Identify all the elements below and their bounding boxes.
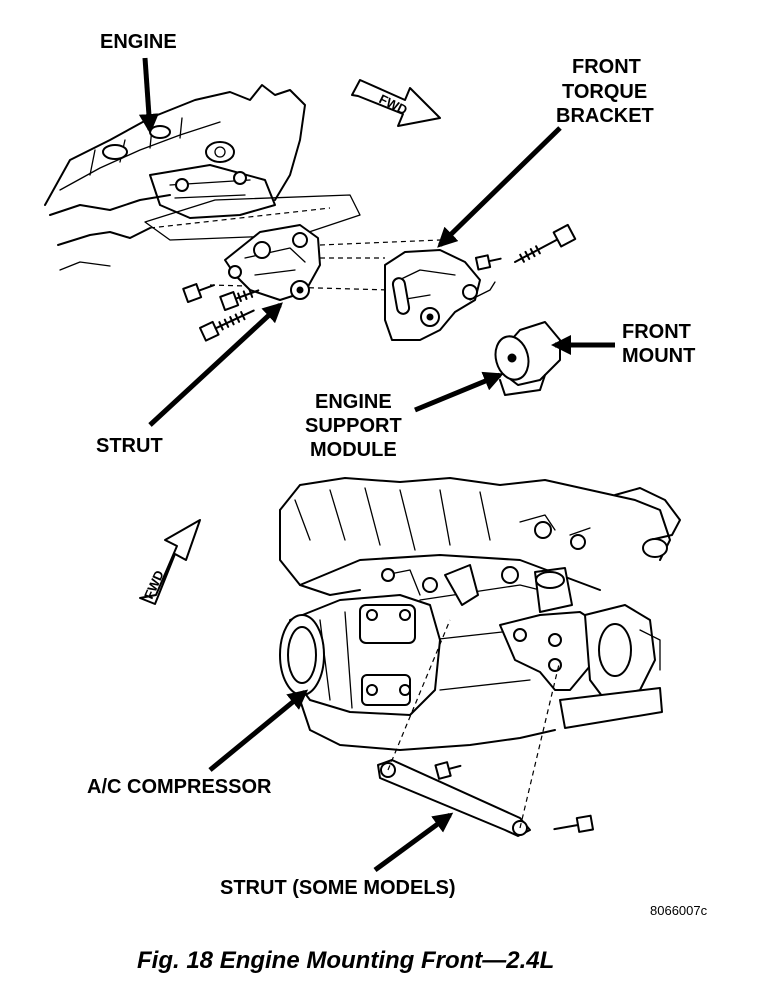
front-mount [494,321,561,396]
strut-label: STRUT [96,435,163,457]
strut-bottom-leader [373,812,454,873]
front-torque-bracket [384,249,496,341]
esm-label-1: ENGINE [315,391,392,413]
fwd-arrow-top: FWD [351,79,441,127]
fwd-label-top: FWD [377,91,410,117]
esm-label-3: MODULE [310,439,397,461]
strut-some-models [377,619,595,837]
ac-compressor-label: A/C COMPRESSOR [87,776,272,798]
engine-block-top [44,84,306,271]
engine-label: ENGINE [100,31,177,53]
engine-leader [138,57,159,134]
ac-compressor [279,568,441,716]
strut-some-models-label: STRUT (SOME MODELS) [220,877,456,899]
torque-bracket-leader [437,126,562,248]
fwd-arrow-bottom: FWD [139,519,201,605]
front-mount-label-1: FRONT [622,321,691,343]
ac-compressor-leader [208,689,309,772]
front-mount-label-2: MOUNT [622,345,695,367]
strut-top-leader [148,302,283,427]
front-torque-bracket-label-3: BRACKET [556,105,654,127]
esm-label-2: SUPPORT [305,415,402,437]
bolts-top [182,223,577,342]
intake-manifold [279,477,681,596]
front-torque-bracket-label-2: TORQUE [562,81,647,103]
engine-block-bottom [299,554,601,751]
esm-leader [414,371,504,413]
figure-caption: Fig. 18 Engine Mounting Front—2.4L [137,947,554,974]
mount-bracket-bottom [499,604,663,729]
reference-number: 8066007c [650,903,708,918]
front-torque-bracket-label-1: FRONT [572,56,641,78]
engine-support-module-bracket [224,224,321,301]
